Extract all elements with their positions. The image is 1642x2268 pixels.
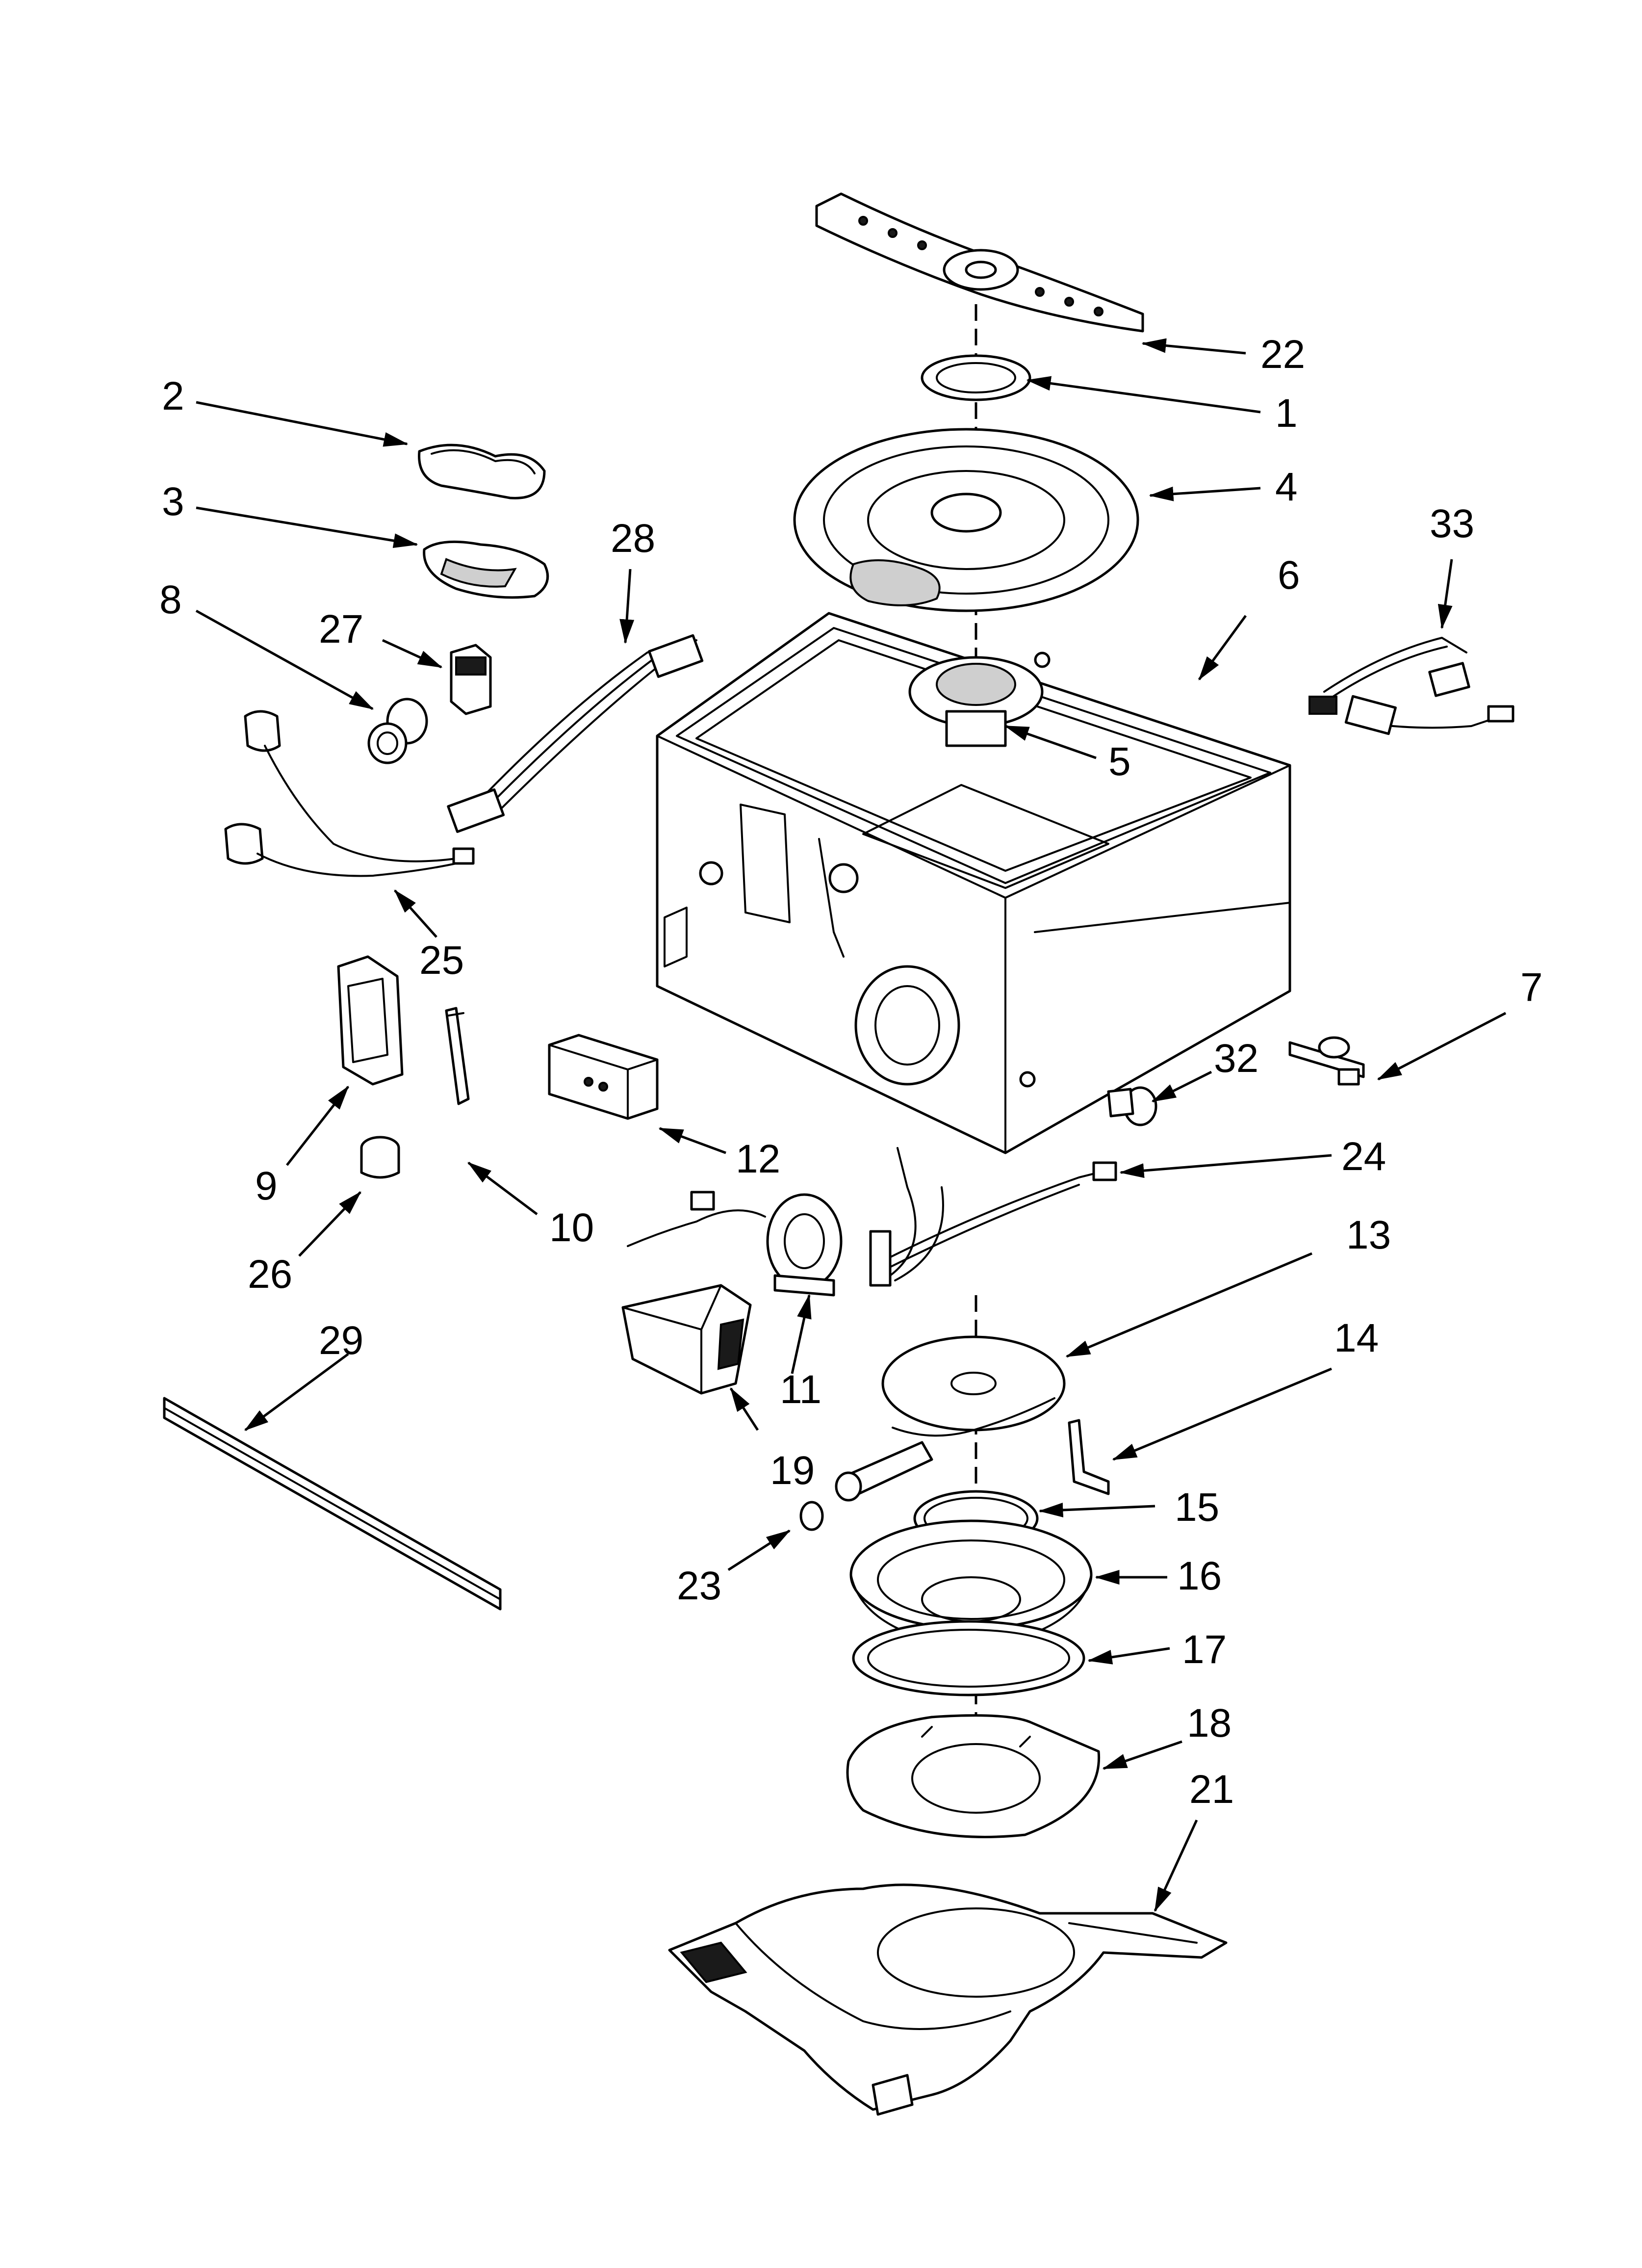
clip-part xyxy=(450,644,492,715)
callout-8: 8 xyxy=(159,577,182,622)
control-module-part xyxy=(548,1034,659,1120)
callout-12: 12 xyxy=(736,1137,780,1181)
callout-11: 11 xyxy=(780,1367,821,1412)
pump-motor-part xyxy=(627,1191,843,1297)
pump-cover-part xyxy=(835,1335,1066,1502)
callout-2: 2 xyxy=(162,374,184,418)
callout-14: 14 xyxy=(1334,1316,1379,1360)
callout-32: 32 xyxy=(1214,1036,1258,1081)
callout-28: 28 xyxy=(611,516,655,561)
base-plate-part xyxy=(846,1714,1101,1838)
upper-spray-arm-part xyxy=(815,192,1144,333)
callout-3: 3 xyxy=(162,479,184,524)
tub-part xyxy=(656,612,1291,1154)
callout-26: 26 xyxy=(248,1252,292,1297)
callout-1: 1 xyxy=(1275,391,1298,436)
callout-29: 29 xyxy=(319,1318,363,1363)
callout-9: 9 xyxy=(255,1164,278,1208)
callout-15: 15 xyxy=(1175,1485,1219,1530)
callout-33: 33 xyxy=(1430,501,1474,546)
callout-17: 17 xyxy=(1182,1627,1227,1672)
gasket-ring-part xyxy=(852,1620,1085,1696)
callout-10: 10 xyxy=(549,1205,594,1250)
wire-connector-part xyxy=(869,1147,1117,1287)
leader-lines xyxy=(195,338,1507,1912)
callout-labels: 22 1 2 3 4 33 28 8 6 27 5 25 7 32 12 9 2… xyxy=(159,332,1543,1812)
callout-5: 5 xyxy=(1108,739,1131,784)
strip-part xyxy=(163,1397,502,1611)
center-hub-part xyxy=(908,652,1051,747)
callout-24: 24 xyxy=(1341,1134,1386,1179)
callout-18: 18 xyxy=(1187,1701,1232,1746)
bracket-14-part xyxy=(1068,1419,1110,1495)
callout-23: 23 xyxy=(677,1564,721,1608)
harness-33-part xyxy=(1308,637,1514,735)
base-assembly-part xyxy=(668,1883,1228,2116)
wire-harness-part xyxy=(447,634,704,833)
o-ring-part xyxy=(799,1501,824,1531)
callout-19: 19 xyxy=(770,1448,815,1493)
sensor-harness-part xyxy=(224,710,475,877)
callout-16: 16 xyxy=(1177,1554,1222,1598)
knob-part xyxy=(1107,1086,1157,1126)
callout-27: 27 xyxy=(319,607,363,652)
callout-4: 4 xyxy=(1275,465,1298,509)
grommet-part xyxy=(367,698,428,764)
callout-25: 25 xyxy=(419,938,464,983)
filter-plate-part xyxy=(793,428,1139,612)
panel-bracket-part xyxy=(337,955,404,1086)
spray-arm-ring-part xyxy=(921,354,1031,401)
callout-7: 7 xyxy=(1520,965,1543,1010)
callout-13: 13 xyxy=(1346,1213,1391,1257)
dispenser-cap-part xyxy=(423,540,549,599)
callout-22: 22 xyxy=(1260,332,1305,377)
callout-21: 21 xyxy=(1189,1767,1234,1812)
valve-part xyxy=(1288,1036,1365,1086)
dispenser-gasket-part xyxy=(418,443,546,499)
small-cap-part xyxy=(360,1136,400,1179)
callout-6: 6 xyxy=(1278,553,1300,598)
vent-housing-part xyxy=(621,1284,752,1395)
rail-part xyxy=(445,1007,470,1105)
